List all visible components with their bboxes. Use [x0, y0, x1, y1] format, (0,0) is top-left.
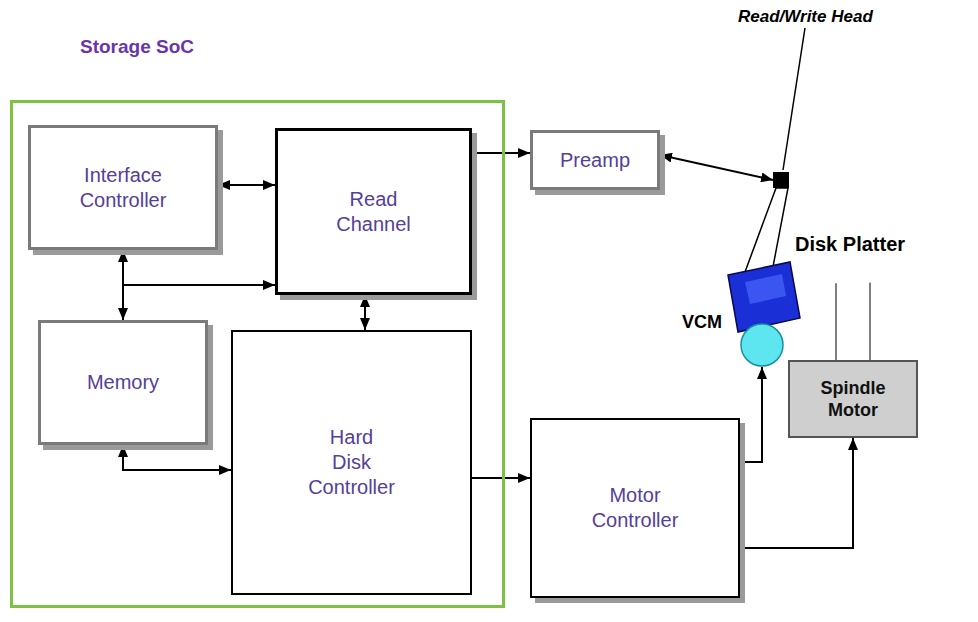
read-channel-box: Read Channel: [275, 128, 472, 295]
spindle-motor-box: Spindle Motor: [788, 360, 918, 438]
node-label: Storage SoC: [80, 35, 194, 59]
spindle-shaft: [835, 283, 837, 360]
read-write-head: Read/Write Head: [773, 172, 789, 188]
platter-ring: [845, 143, 879, 177]
connector: [218, 185, 275, 186]
node-label: Hard Disk Controller: [308, 425, 395, 500]
connector-line: [472, 152, 530, 154]
connector-line: [123, 445, 231, 470]
connector: [660, 155, 773, 180]
vcm-body: [741, 324, 783, 366]
spindle-shaft: [869, 282, 871, 360]
leader-line: [783, 28, 805, 170]
disk-platter: Disk Platter Read/Write Head: [725, 35, 975, 285]
connector: [472, 153, 530, 154]
connector-line: [364, 295, 366, 330]
preamp-box: Preamp: [530, 130, 660, 190]
connector: [836, 282, 870, 360]
platter-ring: [829, 127, 895, 193]
node-label: Preamp: [560, 148, 630, 173]
vcm-outline: [740, 323, 784, 367]
node-label: Read Channel: [336, 187, 411, 237]
node-label: Read/Write Head: [738, 6, 873, 27]
node-label: VCM: [682, 311, 722, 334]
node-label: Memory: [87, 370, 159, 395]
connector: [740, 367, 762, 462]
node-label: Spindle Motor: [820, 377, 885, 422]
connector: [123, 445, 231, 470]
actuator-highlight: [745, 274, 786, 304]
actuator-block: [728, 262, 800, 332]
node-label: Motor Controller: [592, 483, 679, 533]
connector-line: [740, 438, 853, 548]
connector: [123, 285, 275, 320]
connector: [472, 478, 530, 479]
soc-region: Storage SoCInterface ControllerRead Chan…: [10, 100, 505, 608]
vcm-circle: VCM: [740, 323, 784, 367]
connector: [740, 438, 853, 548]
node-label: Interface Controller: [80, 163, 167, 213]
platter-ring: [726, 36, 974, 284]
connector-line: [123, 285, 275, 320]
connector-line: [218, 184, 275, 186]
connector: [365, 295, 366, 330]
connector-line: [740, 367, 762, 462]
connector-line: [472, 477, 530, 479]
motor-controller-box: Motor Controller: [530, 418, 740, 598]
controller-box: Interface Controller: [28, 125, 218, 250]
node-label: Disk Platter: [795, 232, 905, 257]
controller-box: Hard Disk Controller: [231, 330, 472, 595]
platter-ring: [812, 110, 912, 210]
head-arm: [745, 188, 788, 272]
memory-box: Memory: [38, 320, 208, 445]
connector-line: [660, 155, 773, 180]
